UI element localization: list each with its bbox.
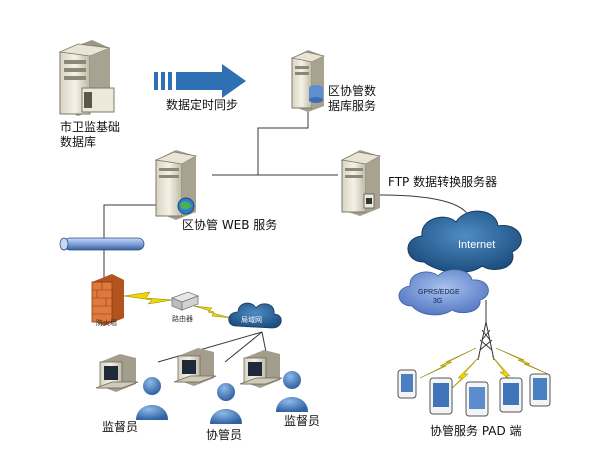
pad-device-icon: [529, 373, 551, 407]
gprs-label-line1: GPRS/EDGE: [418, 289, 460, 296]
pad-device-icon: [397, 369, 417, 399]
web-server-label: 区协管 WEB 服务: [182, 218, 278, 232]
internet-cloud-icon: [407, 210, 522, 273]
network-bus: [59, 237, 145, 251]
workstation-middle-icon: [173, 348, 217, 386]
router-icon: [170, 291, 200, 311]
city-database-server-icon: [58, 40, 115, 116]
supervisor-right-label: 监督员: [284, 414, 321, 428]
pad-devices: [397, 369, 551, 417]
router-label: 路由器: [172, 315, 193, 323]
assistant-person-icon: [210, 383, 242, 424]
internet-label: Internet: [458, 239, 495, 251]
gprs-cloud-icon: [398, 269, 489, 316]
supervisor-left-person-icon: [136, 377, 168, 420]
pad-device-icon: [465, 381, 489, 417]
lan-label: 局域网: [241, 315, 262, 324]
assistant-label: 协管员: [206, 428, 243, 442]
ftp-server-icon: [340, 150, 382, 216]
sync-label: 数据定时同步: [166, 98, 239, 112]
workstation-right-icon: [239, 350, 283, 388]
workstation-left-icon: [95, 354, 139, 392]
sync-arrow: [154, 64, 246, 98]
city-database-label: 市卫监基础数据库: [60, 120, 121, 149]
lan-cloud-icon: [228, 302, 282, 329]
district-database-label: 区协管数据库服务: [328, 84, 377, 113]
web-server-icon: [154, 150, 198, 220]
pad-device-icon: [499, 377, 523, 413]
supervisor-right-person-icon: [276, 371, 308, 412]
firewall-icon: [91, 274, 124, 326]
gprs-label-line2: 3G: [433, 298, 442, 305]
district-database-server-icon: [290, 50, 326, 112]
cell-tower-icon: [477, 321, 495, 361]
firewall-label: 防火墙: [96, 319, 117, 327]
supervisor-left-label: 监督员: [102, 420, 139, 434]
ftp-server-label: FTP 数据转换服务器: [388, 175, 498, 189]
pad-label: 协管服务 PAD 端: [430, 424, 522, 438]
pad-device-icon: [429, 377, 453, 415]
